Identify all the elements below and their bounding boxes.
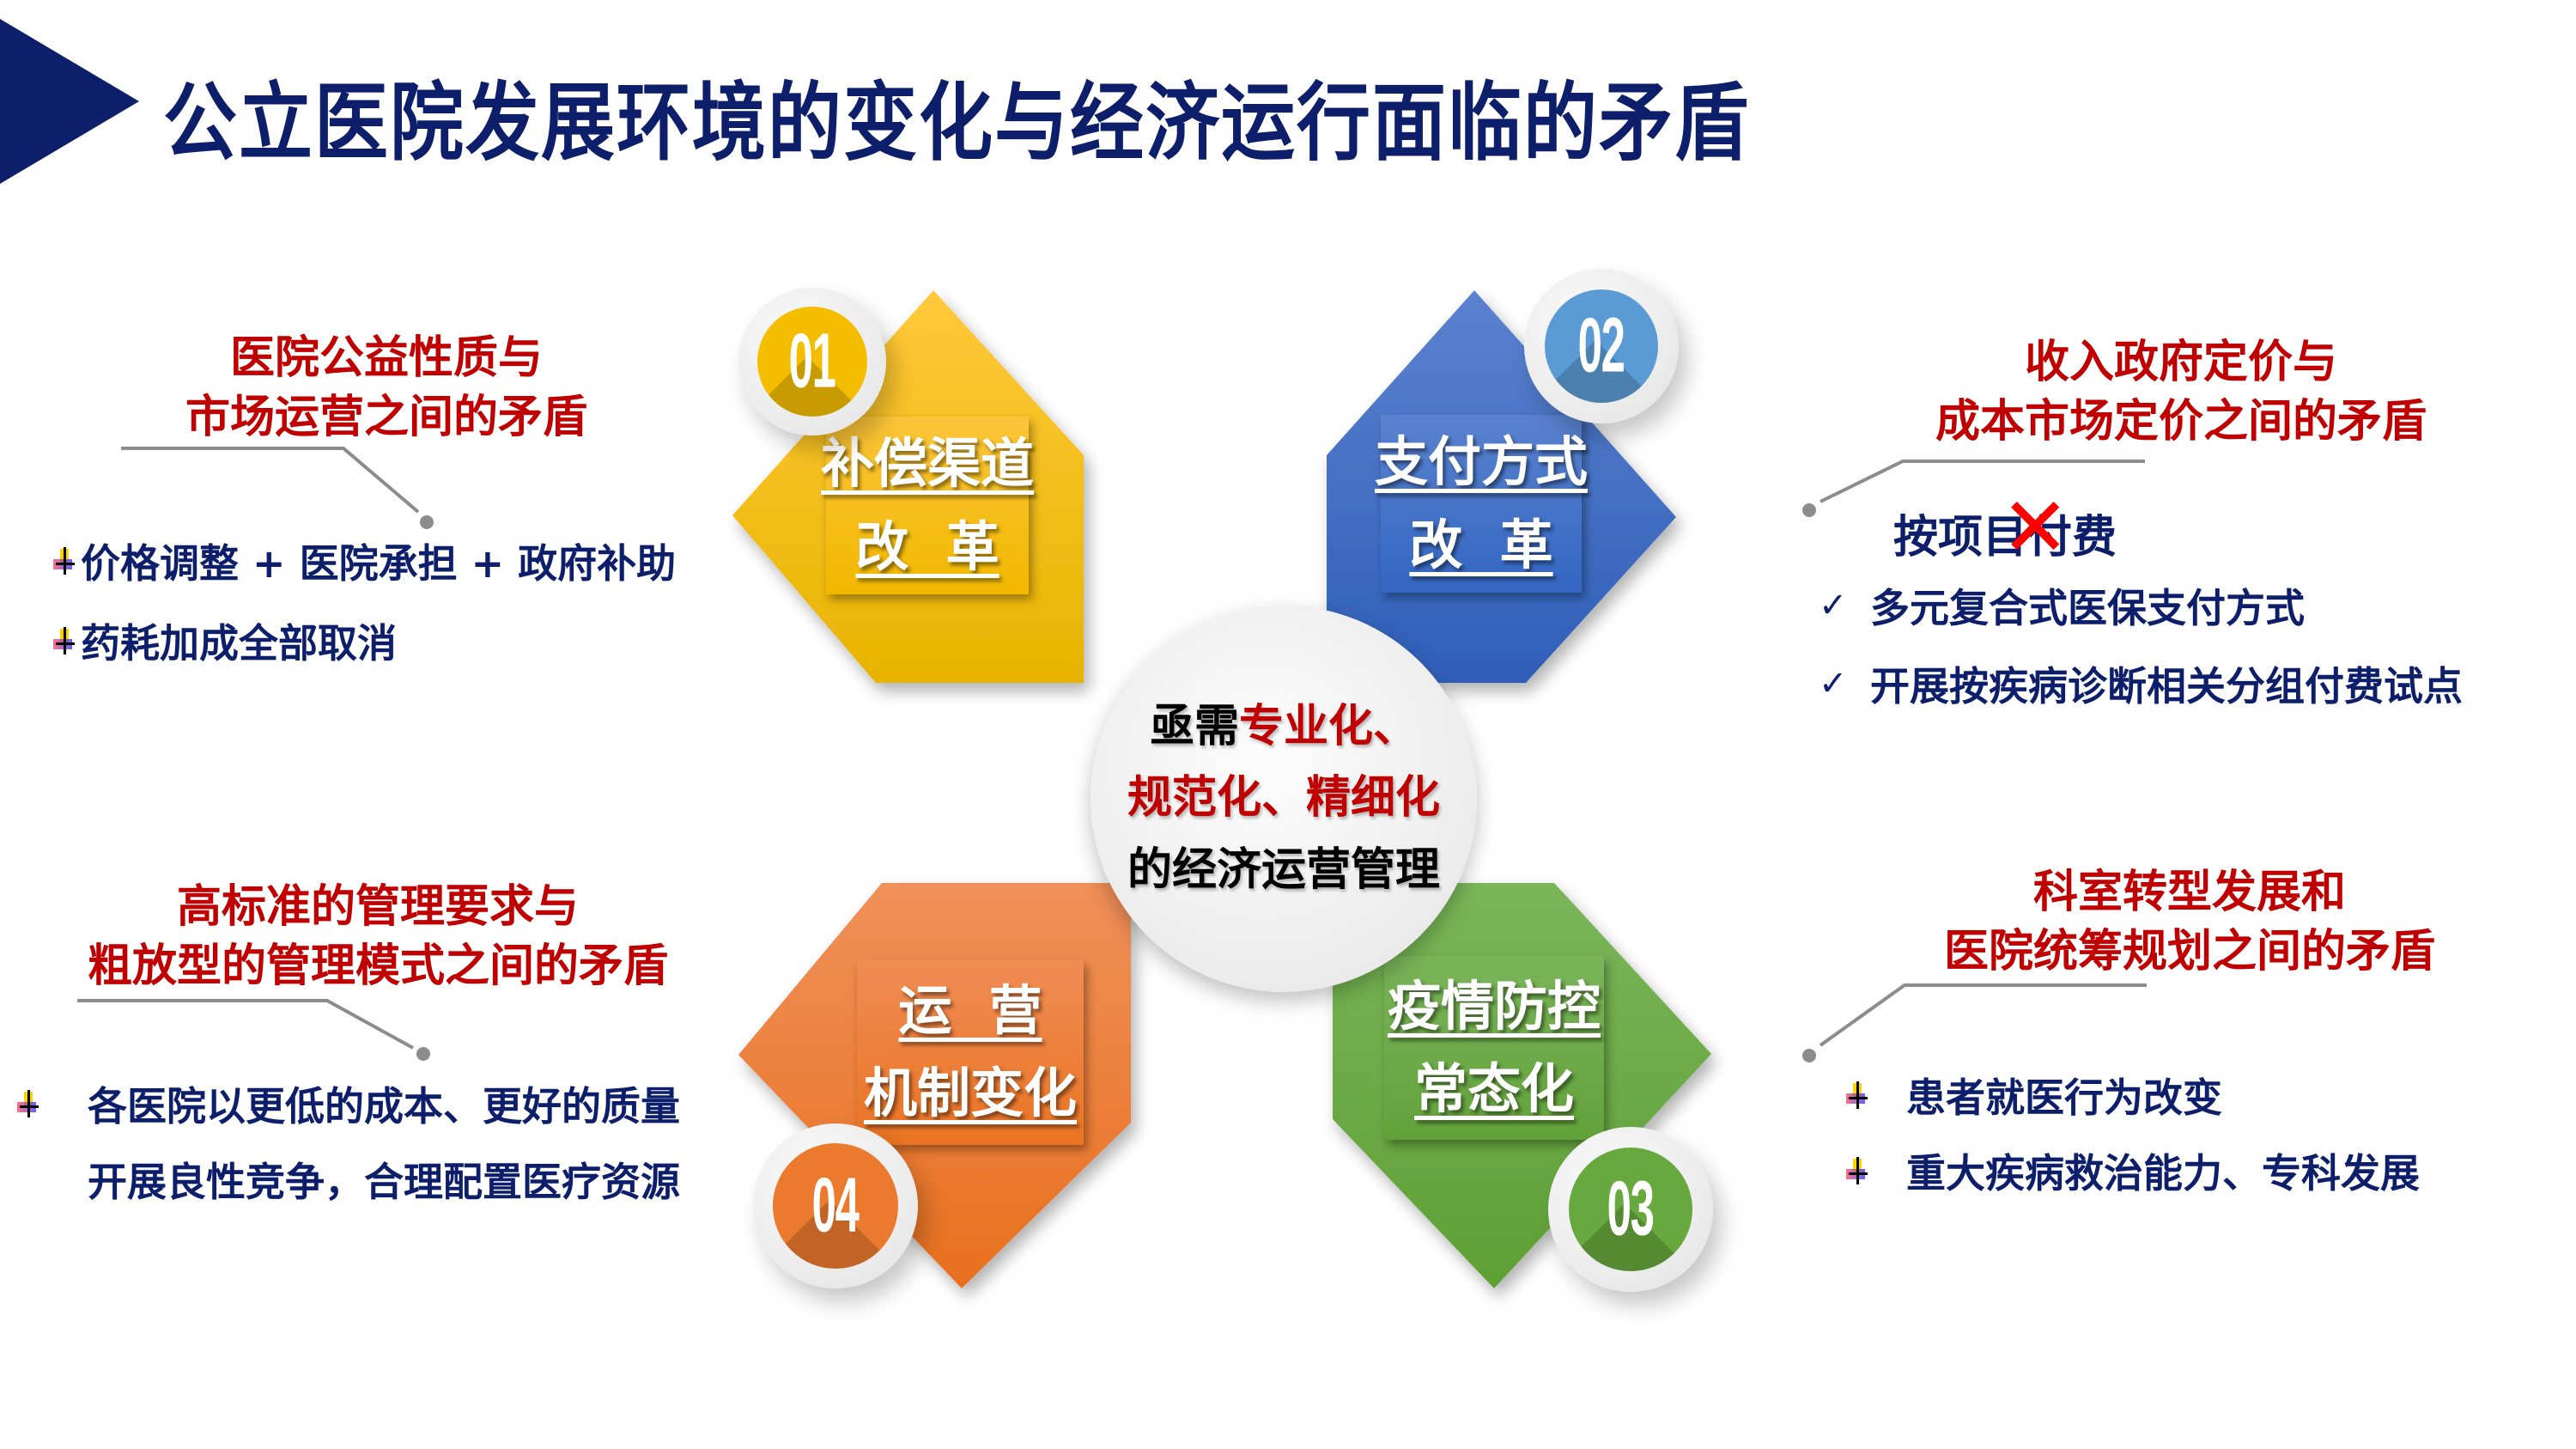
bullet-04-1: 各医院以更低的成本、更好的质量	[17, 1075, 680, 1132]
crossed-item: 按项目付费	[1893, 512, 2117, 563]
plus-bullet-icon	[1846, 1081, 1868, 1109]
badge-04-number: 04	[811, 1162, 860, 1249]
plus-bullet-icon	[1846, 1157, 1868, 1184]
label-03-line2: 常态化	[1413, 1057, 1574, 1120]
bullet-01-1: 价格调整 + 医院承担 + 政府补助	[53, 533, 676, 589]
plus-bullet-icon	[53, 547, 76, 575]
badge-02: 02	[1524, 269, 1679, 423]
bullet-02-1: ✓ 多元复合式医保支付方式	[1819, 585, 2305, 631]
badge-04: 04	[753, 1123, 918, 1288]
center-circle: 亟需专业化、 规范化、精细化 的经济运营管理	[1091, 606, 1477, 992]
label-box-02: 支付方式 改 革	[1375, 415, 1588, 593]
title-arrow-icon	[0, 19, 139, 184]
badge-02-number: 02	[1577, 302, 1625, 389]
label-04-line1: 运 营	[898, 978, 1042, 1042]
plus-bullet-icon	[53, 627, 76, 654]
bullet-03-2: 重大疾病救治能力、专科发展	[1846, 1142, 2420, 1199]
badge-01: 01	[738, 288, 886, 435]
heading-01: 医院公益性质与 市场运营之间的矛盾	[185, 332, 587, 444]
checkmark-icon: ✓	[1819, 664, 1848, 703]
checkmark-icon: ✓	[1819, 586, 1848, 625]
badge-03: 03	[1548, 1127, 1713, 1292]
badge-01-number: 01	[788, 318, 836, 405]
bullet-02-2: ✓ 开展按疾病诊断相关分组付费试点	[1819, 663, 2463, 709]
bullet-04-2: 开展良性竞争，合理配置医疗资源	[88, 1159, 680, 1205]
label-box-01: 补偿渠道 改 革	[821, 417, 1034, 594]
page-title: 公立医院发展环境的变化与经济运行面临的矛盾	[163, 74, 1750, 174]
label-01-line1: 补偿渠道	[821, 432, 1035, 496]
center-line-3: 的经济运营管理	[1127, 843, 1440, 896]
bullet-03-1: 患者就医行为改变	[1846, 1067, 2222, 1123]
plus-bullet-icon	[17, 1090, 39, 1117]
label-box-03: 疫情防控 常态化	[1384, 956, 1604, 1140]
label-02-line1: 支付方式	[1375, 430, 1589, 494]
heading-04: 高标准的管理要求与 粗放型的管理模式之间的矛盾	[87, 881, 668, 993]
badge-03-number: 03	[1607, 1166, 1655, 1252]
cross-out-icon: ✕	[2001, 479, 2070, 575]
label-01-line2: 改 革	[855, 514, 999, 578]
center-line-1: 亟需专业化、	[1149, 701, 1419, 753]
label-box-04: 运 营 机制变化	[857, 959, 1084, 1145]
bullet-01-2: 药耗加成全部取消	[53, 612, 397, 669]
label-04-line2: 机制变化	[863, 1062, 1077, 1124]
heading-03: 科室转型发展和 医院统筹规划之间的矛盾	[1943, 867, 2435, 978]
label-02-line2: 改 革	[1409, 513, 1553, 576]
center-line-2: 规范化、精细化	[1127, 772, 1440, 825]
label-03-line1: 疫情防控	[1387, 974, 1601, 1038]
heading-02: 收入政府定价与 成本市场定价之间的矛盾	[1935, 337, 2427, 448]
